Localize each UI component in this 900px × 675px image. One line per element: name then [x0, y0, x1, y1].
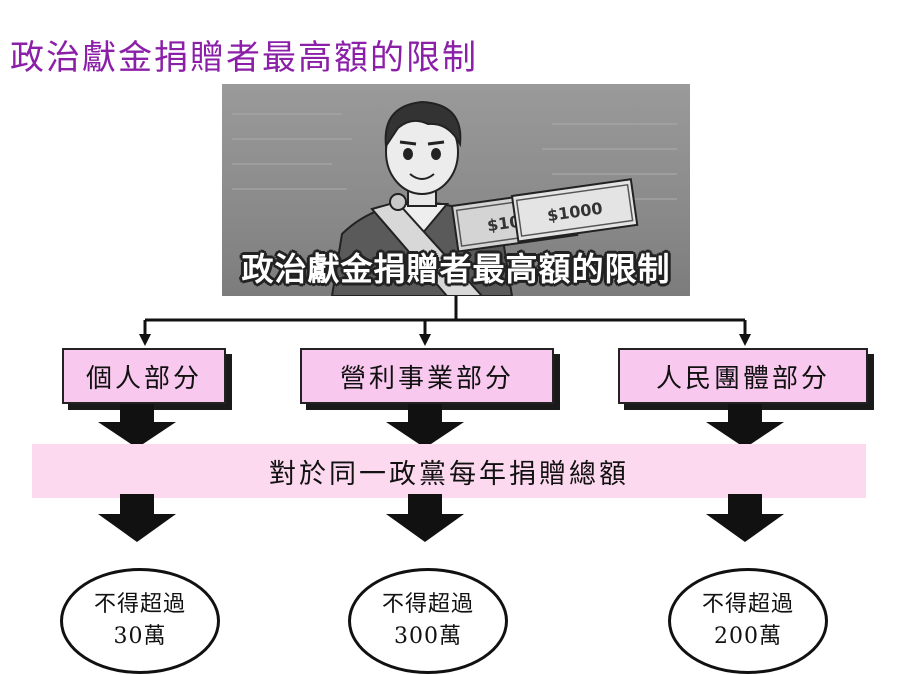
down-arrow-icon — [706, 494, 784, 542]
limit-text: 不得超過 — [701, 592, 794, 617]
arrowhead-icon — [739, 334, 751, 346]
down-arrow-icon — [706, 404, 784, 448]
limit-amount: 30萬 — [113, 624, 167, 649]
category-box-individual: 個人部分 — [62, 348, 226, 404]
limit-amount: 200萬 — [714, 624, 782, 649]
category-box-business: 營利事業部分 — [300, 348, 554, 404]
limit-amount: 300萬 — [394, 624, 462, 649]
down-arrow-icon — [98, 494, 176, 542]
photo-caption: 政治獻金捐贈者最高額的限制 — [241, 250, 671, 288]
arrowhead-icon — [419, 334, 431, 346]
illustration-photo: $1000 $1000 政治獻金捐贈者最高額的限制 — [222, 84, 690, 296]
down-arrow-icon — [386, 494, 464, 542]
page-title: 政治獻金捐贈者最高額的限制 — [10, 38, 478, 78]
category-box-civic-group: 人民團體部分 — [618, 348, 868, 404]
limit-text: 不得超過 — [93, 592, 186, 617]
limit-circle-individual: 不得超過 30萬 — [60, 568, 220, 674]
limit-circle-civic-group: 不得超過 200萬 — [668, 568, 828, 674]
down-arrow-icon — [98, 404, 176, 448]
arrowhead-icon — [139, 334, 151, 346]
politician-illustration: $1000 $1000 — [232, 100, 677, 296]
annual-total-band: 對於同一政黨每年捐贈總額 — [32, 444, 866, 498]
limit-circle-business: 不得超過 300萬 — [348, 568, 508, 674]
limit-text: 不得超過 — [381, 592, 474, 617]
down-arrow-icon — [386, 404, 464, 448]
